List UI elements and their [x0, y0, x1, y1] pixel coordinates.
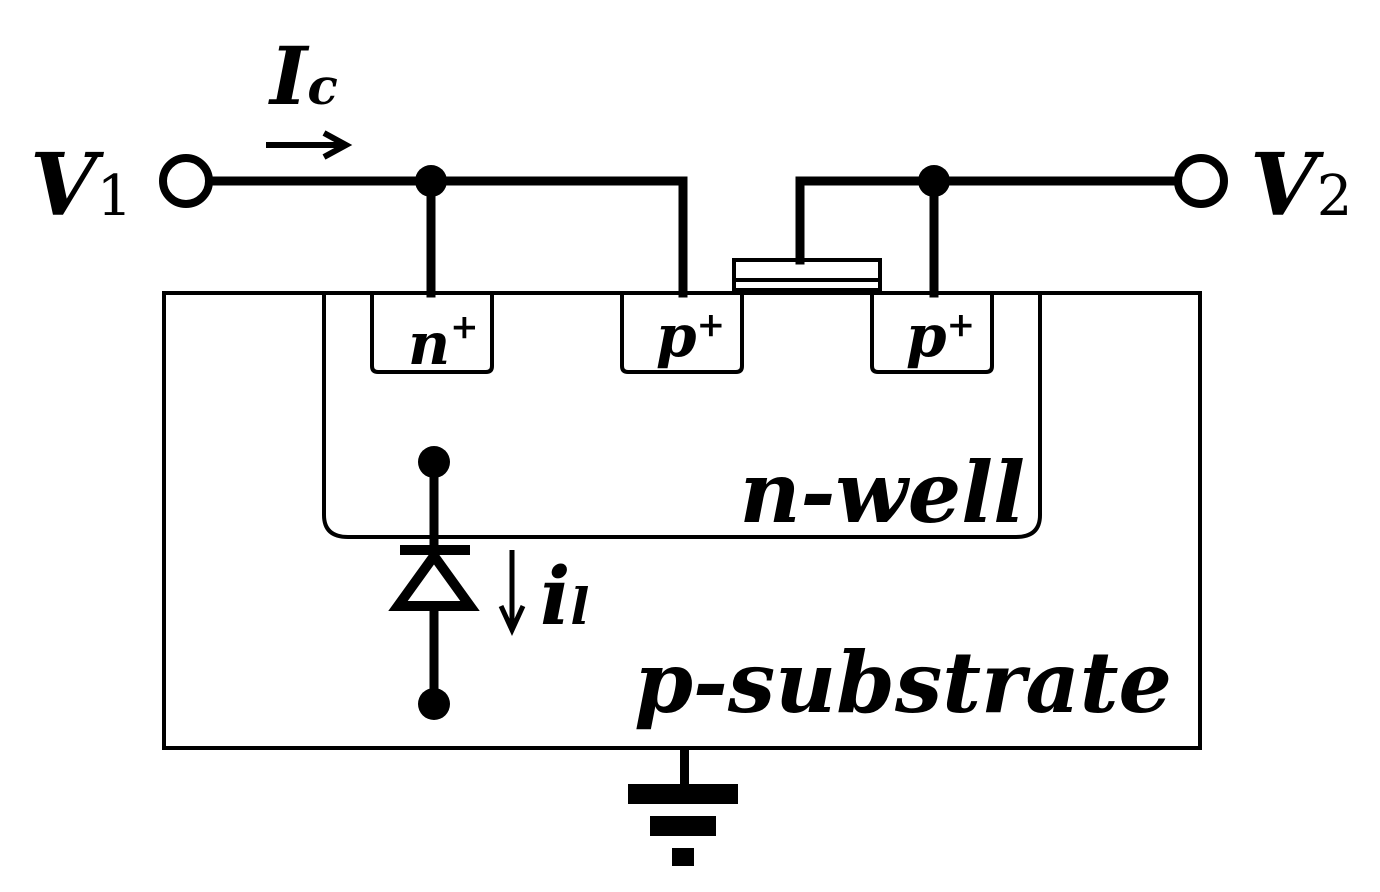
v2-label: V2: [1250, 135, 1352, 236]
p-plus-diffusion-right: [870, 293, 994, 374]
parasitic-diode-icon: [388, 446, 480, 720]
junction-dot-right: [918, 165, 950, 197]
p-plus-diffusion-left: [620, 293, 744, 374]
v1-terminal: [159, 154, 213, 208]
p-plus-left-label: p+: [656, 302, 725, 370]
wiring: [205, 176, 1182, 298]
v1-label: V1: [30, 135, 132, 236]
ic-arrow-icon: [266, 130, 353, 160]
v2-terminal: [1174, 154, 1228, 208]
junction-dot-left: [415, 165, 447, 197]
n-well-label: n-well: [739, 443, 1025, 542]
gate-electrode: [732, 258, 882, 282]
il-label: il: [540, 549, 589, 643]
n-plus-label: n+: [408, 307, 479, 378]
p-plus-right-label: p+: [906, 302, 975, 370]
il-arrow-icon: [498, 550, 526, 637]
n-plus-diffusion: [370, 293, 494, 374]
gate-oxide: [732, 278, 882, 292]
p-substrate-label: p-substrate: [634, 633, 1172, 732]
ground-icon: [628, 748, 738, 866]
n-well-boundary: [322, 293, 1042, 539]
ic-label: Ic: [268, 29, 338, 123]
